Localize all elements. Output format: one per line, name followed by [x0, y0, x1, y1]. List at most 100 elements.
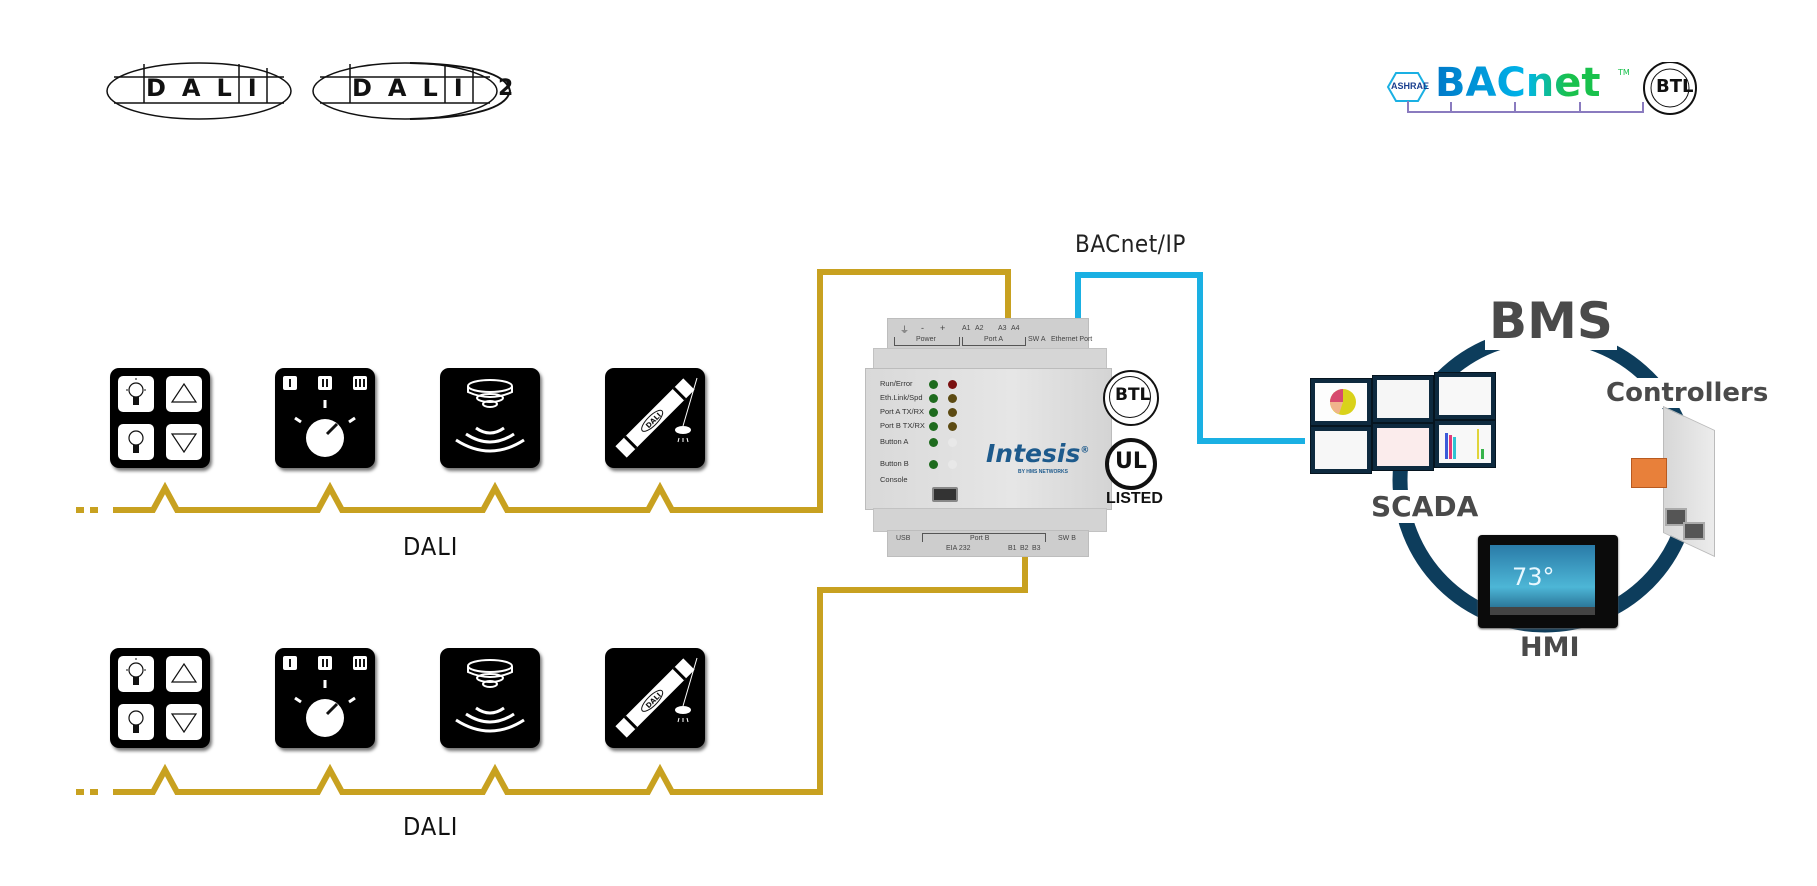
power-group-label: Power: [916, 336, 936, 343]
ethernet-port-label: Ethernet Port: [1051, 336, 1093, 343]
power-bracket: [894, 337, 960, 346]
status-led: [929, 394, 938, 403]
intesis-brand: Intesis®: [986, 439, 1089, 468]
a2-terminal: A2: [975, 325, 984, 332]
dali-logo: DALI: [104, 60, 294, 126]
bacnet-logo-graphic: [1386, 61, 1697, 115]
plus-terminal: +: [940, 323, 946, 333]
port-b-bracket: [922, 533, 1046, 542]
status-led: [948, 408, 957, 417]
lightbulb-arrows-icon: [110, 656, 210, 752]
tube-ballast-icon: DALI: [605, 377, 705, 472]
dali-bus-label-1: DALI: [403, 532, 459, 561]
dali-device-presence-sensor: [440, 368, 540, 468]
scada-monitor: [1310, 378, 1372, 426]
status-led: [929, 460, 938, 469]
console-port: [932, 487, 958, 502]
scada-label: SCADA: [1368, 490, 1482, 523]
push-button[interactable]: [948, 438, 957, 447]
btl-logo-text: BTL: [1656, 76, 1694, 97]
usb-label: USB: [896, 535, 911, 542]
intesis-gateway: ⏚ - + A1 A2 A3 A4 Power Port A SW A Ethe…: [865, 318, 1112, 557]
btl-cert-text: BTL: [1115, 385, 1151, 405]
status-led: [929, 380, 938, 389]
dali-device-dali-ballast: DALI: [605, 648, 705, 748]
dali-logo-text: DALI: [146, 74, 273, 102]
ul-text: UL: [1115, 449, 1147, 474]
plc-controller-icon: [1625, 405, 1735, 558]
led-label: Button A: [880, 437, 909, 446]
hmi-bottom-bar: [1490, 607, 1595, 615]
dali-device-push-button-panel: [110, 648, 210, 748]
bacnet-logo: ASHRAE BACnet TM BTL: [1380, 60, 1700, 122]
b2-terminal: B2: [1020, 545, 1029, 552]
dali-device-dali-ballast: DALI: [605, 368, 705, 468]
status-led: [929, 408, 938, 417]
ground-terminal: ⏚: [900, 325, 910, 335]
controllers-label: Controllers: [1604, 378, 1771, 408]
hmi-screen: 73°: [1490, 545, 1595, 615]
status-led: [948, 380, 957, 389]
rotary-dimmer-icon: [275, 376, 375, 472]
status-led: [929, 422, 938, 431]
gateway-top-terminal-block: ⏚ - + A1 A2 A3 A4 Power Port A SW A Ethe…: [887, 318, 1093, 350]
intesis-brand-text: Intesis: [986, 439, 1081, 468]
dali-device-push-button-panel: [110, 368, 210, 468]
dali-device-presence-sensor: [440, 648, 540, 748]
intesis-reg-mark: ®: [1080, 445, 1090, 456]
intesis-subtitle: BY HMS NETWORKS: [1018, 469, 1068, 475]
dali2-logo: DALI 2: [310, 60, 525, 126]
status-led: [948, 394, 957, 403]
scada-monitor: [1434, 372, 1496, 420]
gateway-step-top: [873, 348, 1107, 370]
scada-screen: [1439, 377, 1491, 415]
hmi-temperature: 73°: [1512, 563, 1555, 591]
scada-monitors: [1310, 372, 1505, 478]
scada-monitor: [1434, 420, 1496, 468]
dali-bus-cable: [113, 269, 1011, 513]
rotary-dimmer-icon: [275, 656, 375, 752]
dali-device-scene-dimmer: [275, 368, 375, 468]
led-label: Console: [880, 475, 908, 484]
b1-terminal: B1: [1008, 545, 1017, 552]
b3-terminal: B3: [1032, 545, 1041, 552]
bacnet-wordmark: BACnet: [1435, 60, 1601, 106]
scada-monitor: [1372, 375, 1434, 423]
hmi-touch-panel: 73°: [1478, 535, 1618, 628]
dali2-logo-text: DALI: [352, 74, 479, 102]
minus-terminal: -: [921, 323, 924, 333]
scada-monitor: [1310, 426, 1372, 474]
led-label: Port B TX/RX: [880, 421, 925, 430]
led-label: Run/Error: [880, 379, 913, 388]
tube-ballast-icon: DALI: [605, 657, 705, 752]
plc-orange-terminal: [1631, 458, 1667, 488]
ul-cert-badge: UL: [1105, 438, 1157, 490]
push-button[interactable]: [948, 460, 957, 469]
dali-bus-cable: [113, 553, 1028, 795]
a1-terminal: A1: [962, 325, 971, 332]
sw-b-label: SW B: [1058, 535, 1076, 542]
ul-listed-label: LISTED: [1106, 490, 1163, 507]
sw-a-label: SW A: [1028, 336, 1046, 343]
dali-bus-1: [76, 269, 1011, 513]
status-led: [929, 438, 938, 447]
scada-screen: [1377, 428, 1429, 466]
bms-title: BMS: [1485, 292, 1617, 350]
gateway-bottom-terminal-block: USB Port B SW B EIA 232 B1 B2 B3: [887, 530, 1089, 557]
dali-bus-2: [76, 553, 1028, 795]
bacnet-ip-cable: [1075, 272, 1305, 444]
led-label: Eth.Link/Spd: [880, 393, 923, 402]
scada-screen: [1315, 431, 1367, 469]
eia232-label: EIA 232: [946, 545, 971, 552]
port-b-group-label: Port B: [970, 535, 990, 542]
dali-logo-ellipse: [106, 62, 292, 120]
led-label: Button B: [880, 459, 909, 468]
bacnet-ip-label: BACnet/IP: [1075, 230, 1186, 258]
ceiling-sensor-icon: [440, 659, 540, 752]
gateway-step-bottom: [873, 508, 1107, 532]
dali2-logo-ellipse: [312, 62, 512, 120]
port-a-bracket: [962, 337, 1026, 346]
scada-screen: [1439, 425, 1491, 463]
a3-terminal: A3: [998, 325, 1007, 332]
dali-device-scene-dimmer: [275, 648, 375, 748]
